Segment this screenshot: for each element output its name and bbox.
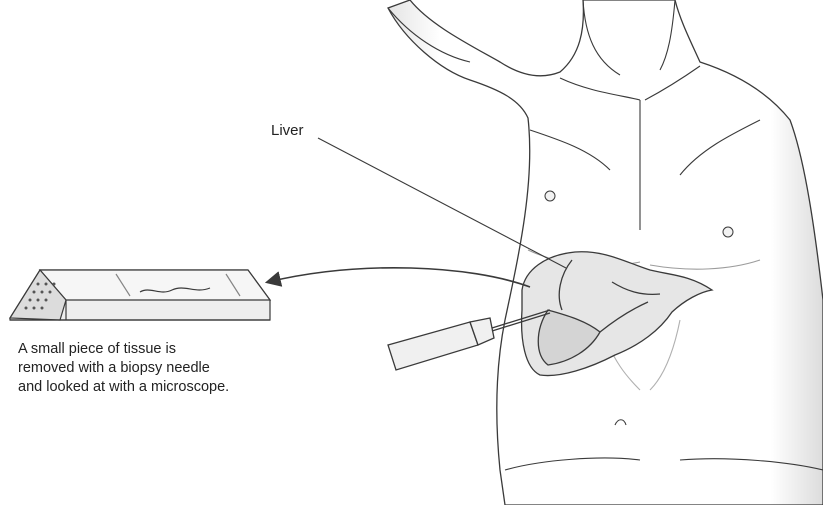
caption-line-2: removed with a biopsy needle: [18, 359, 229, 378]
caption-line-3: and looked at with a microscope.: [18, 378, 229, 397]
caption: A small piece of tissue is removed with …: [18, 340, 229, 397]
microscope-slide-icon: [10, 270, 270, 320]
caption-line-1: A small piece of tissue is: [18, 340, 229, 359]
liver-label: Liver: [271, 122, 304, 139]
torso: [388, 0, 823, 505]
curved-arrow-icon: [268, 268, 530, 287]
